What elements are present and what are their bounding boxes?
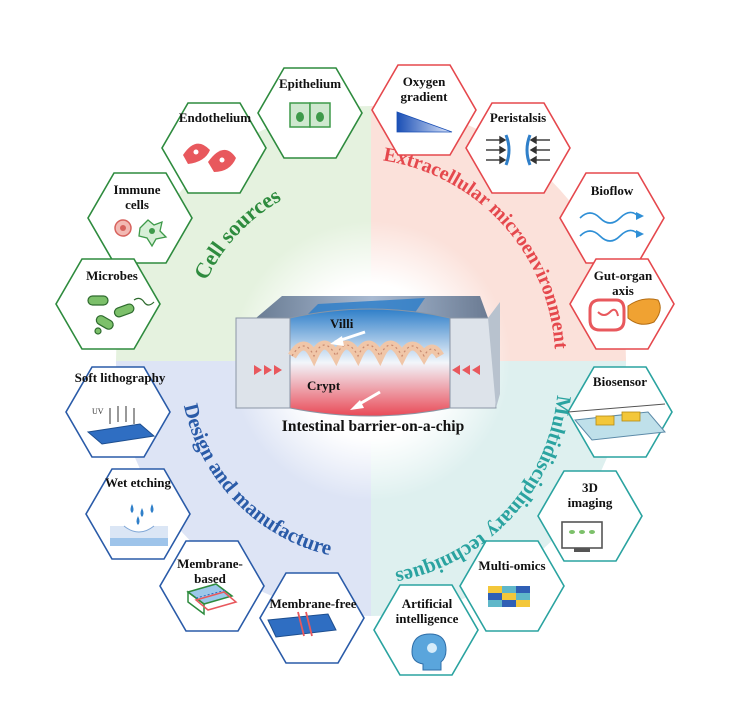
hex-label-oxygen-gradient: Oxygen gradient (400, 74, 448, 104)
hex-label-endothelium: Endothelium (178, 110, 252, 125)
hex-label-microbes: Microbes (86, 268, 138, 283)
hex-label-gut-organ-axis: Gut-organ axis (593, 268, 653, 298)
hex-label-immune-cells: Immune cells (113, 182, 161, 212)
hex-label-membrane-based: Membrane-based (177, 556, 243, 586)
hexagon-oxygen-gradient (371, 64, 477, 156)
hexagon-endothelium (161, 102, 267, 194)
hex-label-wet-etching: Wet etching (104, 475, 172, 490)
oxygen-gradient-icon (396, 111, 453, 133)
hexagon-immune-cells (87, 172, 193, 264)
center-title: Intestinal barrier-on-a-chip (281, 418, 465, 435)
hex-label-bioflow: Bioflow (590, 183, 634, 198)
hex-label-membrane-free: Membrane-free (269, 596, 357, 611)
hexagon-microbes (55, 258, 161, 350)
uv-label: UV (92, 407, 104, 416)
epithelium-icon (289, 102, 331, 128)
hex-label-epithelium: Epithelium (278, 76, 342, 91)
biosensor-icon (567, 403, 666, 441)
soft-lithography-icon: UV (86, 406, 156, 445)
chip-label-villi: Villi (330, 316, 354, 331)
endothelium-icon (183, 143, 236, 172)
artificial-intelligence-icon (411, 633, 447, 671)
hex-label-multi-omics: Multi-omics (478, 558, 546, 573)
hex-label-biosensor: Biosensor (592, 374, 648, 389)
hex-label-artificial-intelligence: Artificial intelligence (395, 596, 459, 626)
membrane-based-icon (186, 583, 238, 616)
wet-etching-icon (110, 504, 168, 546)
hexagon-peristalsis (465, 102, 571, 194)
hex-label-imaging-3d: 3D imaging (567, 480, 613, 510)
membrane-free-icon (267, 611, 337, 638)
gut-organ-axis-icon (588, 298, 661, 332)
bioflow-icon (579, 211, 644, 242)
immune-cells-icon (114, 219, 168, 248)
microbes-icon (87, 295, 155, 335)
hex-label-soft-lithography: Soft lithography (74, 370, 166, 385)
multi-omics-icon (488, 586, 530, 607)
chip-illustration (235, 296, 500, 417)
hex-label-peristalsis: Peristalsis (489, 110, 547, 125)
imaging-3d-icon (561, 521, 603, 552)
peristalsis-icon (486, 134, 550, 166)
chip-label-crypt: Crypt (307, 378, 341, 393)
hexagon-artificial-intelligence (373, 584, 479, 676)
